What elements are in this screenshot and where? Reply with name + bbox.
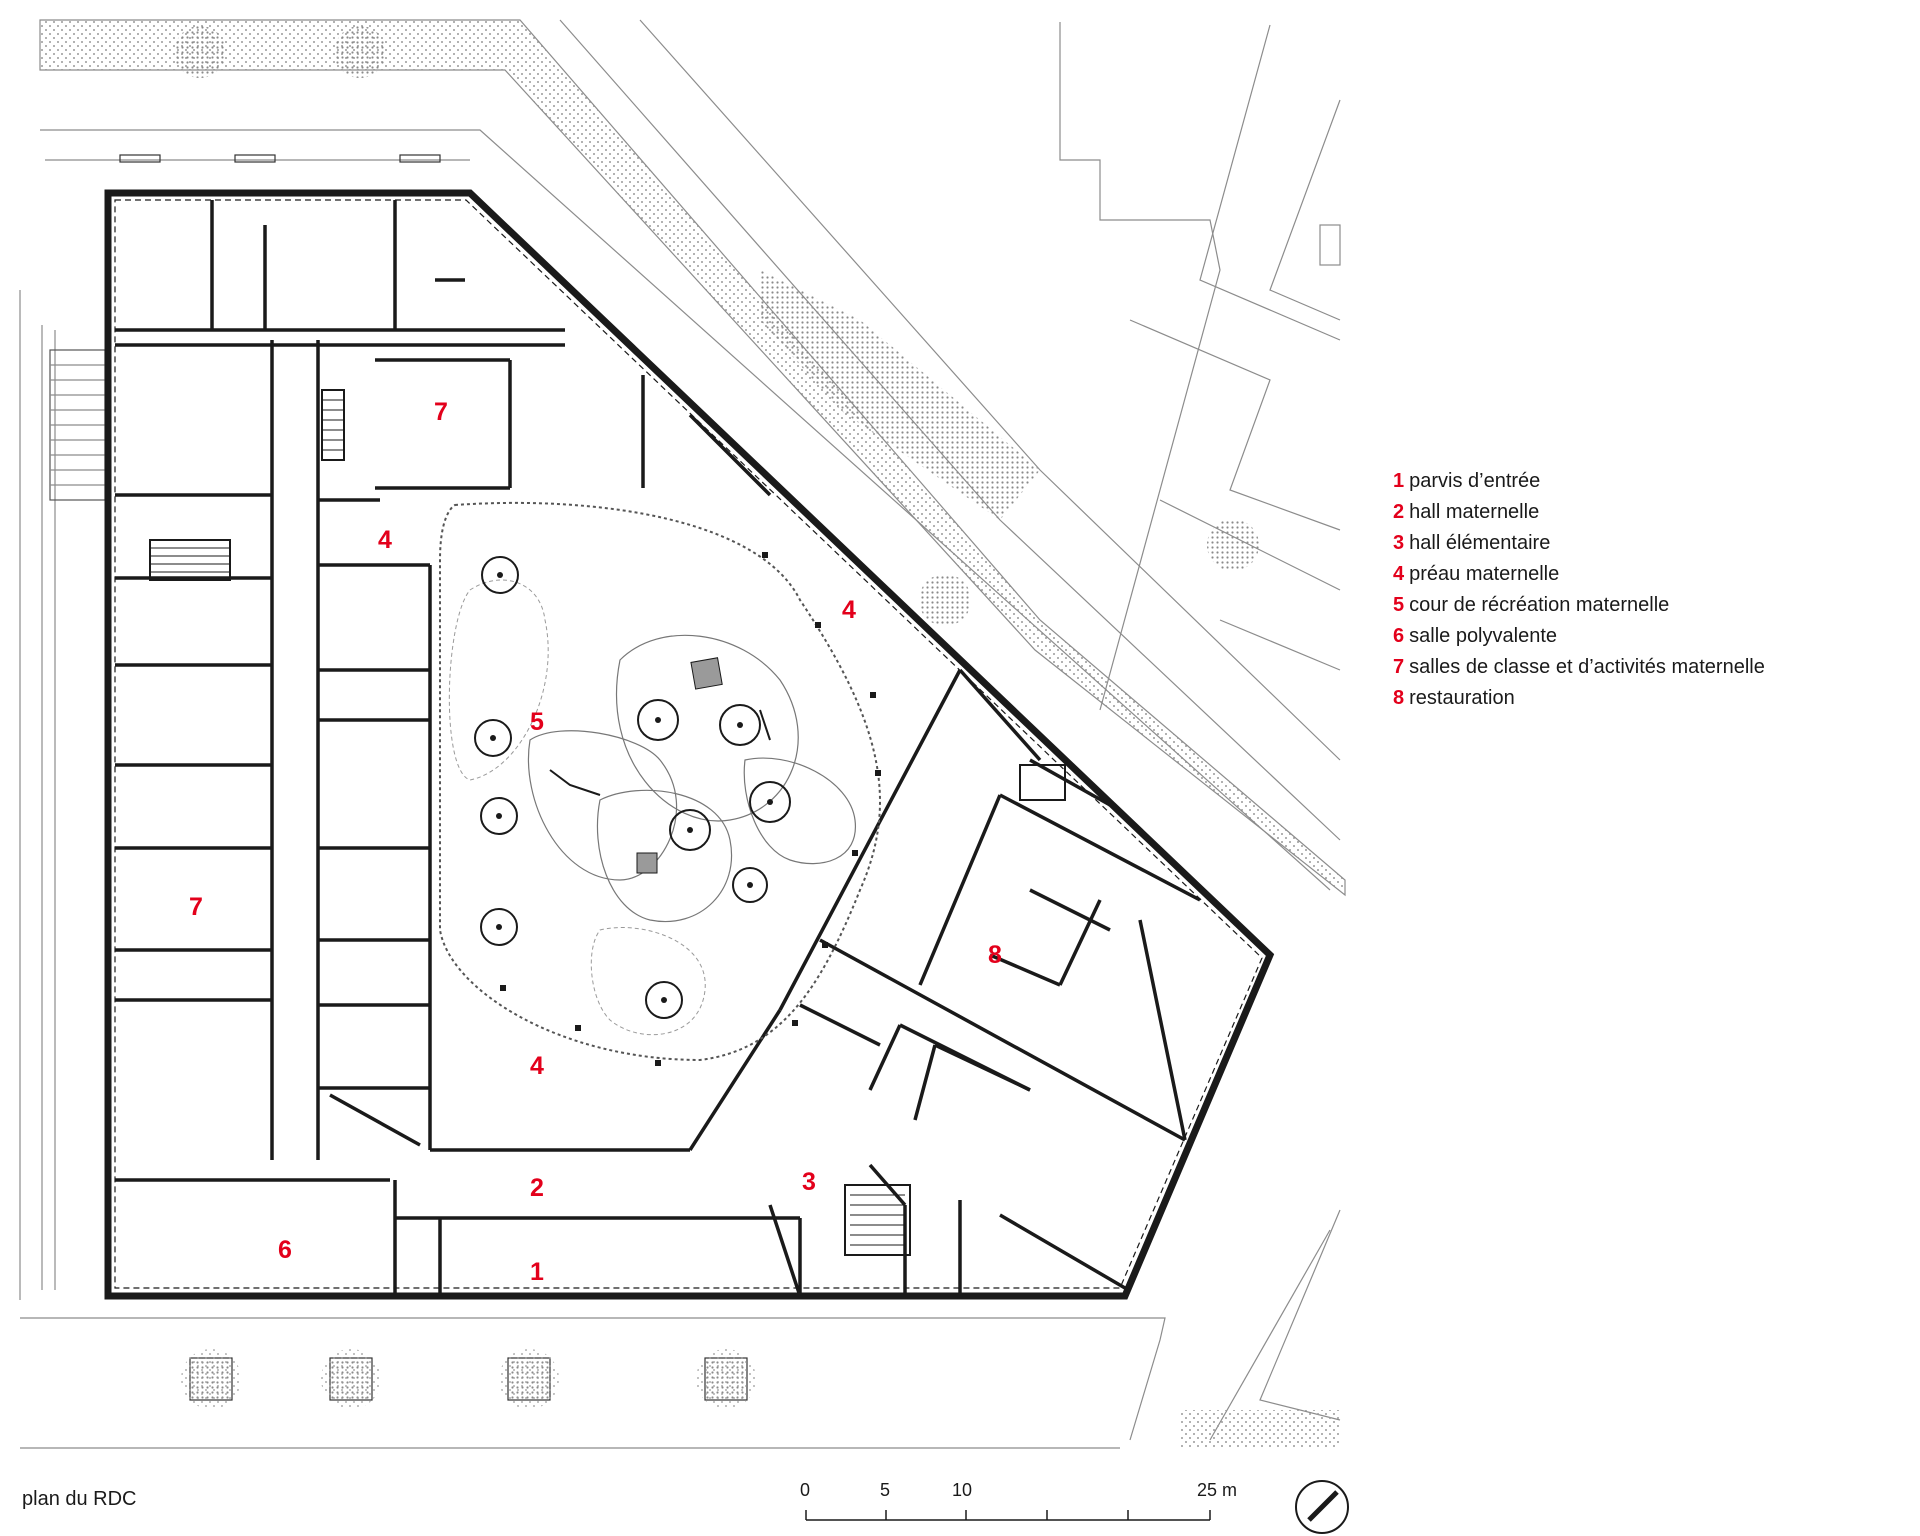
- scale-label-5: 5: [880, 1480, 891, 1500]
- street-context: [19, 19, 1346, 1449]
- north-arrow-icon: [1295, 1480, 1349, 1534]
- courtyard: [439, 501, 881, 1066]
- plan-label-4-south: 4: [530, 1052, 544, 1080]
- plan-label-2: 2: [530, 1174, 544, 1202]
- scale-label-10: 10: [952, 1480, 973, 1500]
- scale-label-0: 0: [800, 1480, 811, 1500]
- plan-label-3: 3: [802, 1168, 816, 1196]
- plan-label-5: 5: [530, 708, 544, 736]
- building-outline: [104, 189, 1275, 1300]
- plan-label-4-east: 4: [842, 596, 856, 624]
- plan-label-7-west: 7: [189, 893, 203, 921]
- interior-walls: [115, 200, 1201, 1297]
- plan-label-6: 6: [278, 1236, 292, 1264]
- plan-label-4-north: 4: [378, 526, 392, 554]
- scale-label-25m: 25 m: [1197, 1480, 1238, 1500]
- plan-label-8: 8: [988, 941, 1002, 969]
- scale-bar: [805, 1510, 1211, 1521]
- stair-treads: [150, 399, 905, 1246]
- plan-label-1: 1: [530, 1258, 544, 1286]
- plan-caption: plan du RDC: [22, 1488, 137, 1510]
- plan-label-7-north: 7: [434, 398, 448, 426]
